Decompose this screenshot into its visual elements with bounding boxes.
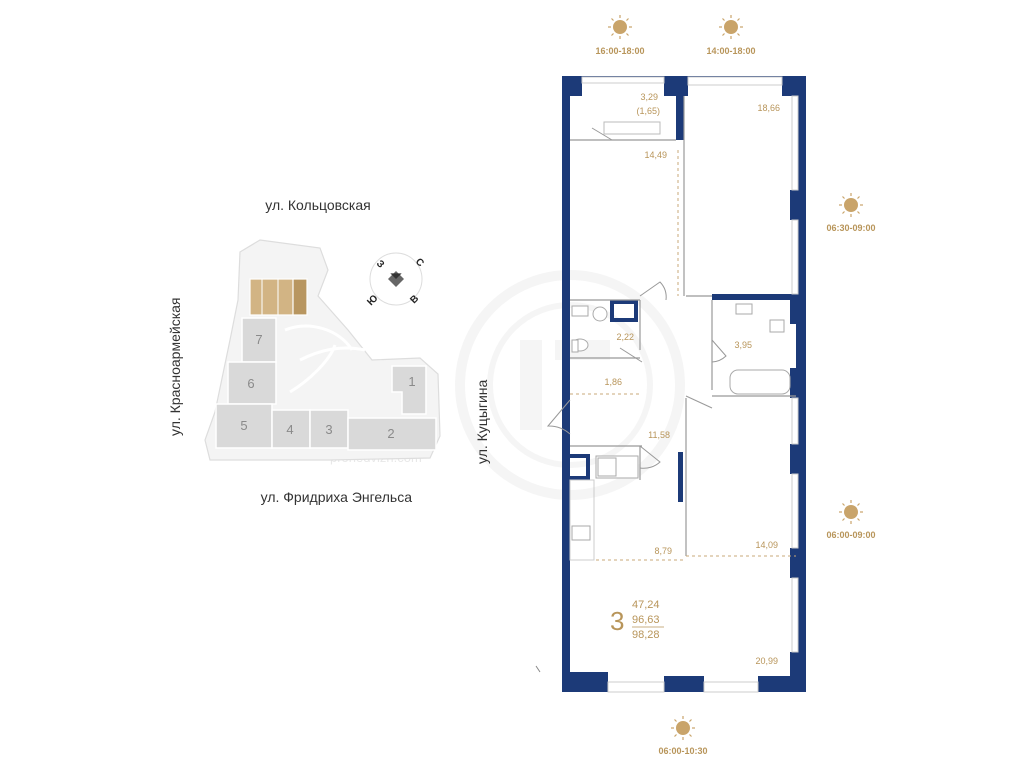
building-3 — [309, 409, 349, 449]
rooms-count: 3 — [610, 606, 624, 636]
compass-icon — [369, 252, 423, 306]
building-label-5: 5 — [240, 418, 247, 433]
room-area-bedroom-top-left: 14,49 — [644, 150, 667, 160]
compass-north: С — [413, 256, 426, 269]
washbasin-icon — [571, 305, 589, 317]
street-right: ул. Куцыгина — [474, 379, 490, 464]
total-area: 96,63 — [632, 614, 660, 626]
sun-time-bottom: 06:00-10:30 — [658, 746, 707, 756]
building-6 — [227, 361, 277, 405]
building-label-7: 7 — [255, 332, 262, 347]
sun-time-top-right: 14:00-18:00 — [706, 46, 755, 56]
building-label-2: 2 — [387, 426, 394, 441]
room-area-balcony: 3,29 — [640, 92, 658, 102]
apartment-plan: 3,29 (1,65) 18,66 14,49 2,22 3,95 1,86 1… — [535, 76, 806, 693]
building-1 — [391, 365, 427, 415]
building-2 — [347, 417, 437, 451]
room-area-corridor: 1,86 — [604, 377, 622, 387]
building-label-1: 1 — [408, 374, 415, 389]
building-label-6: 6 — [247, 376, 254, 391]
sun-icon-top-right — [719, 15, 743, 39]
building-4 — [271, 409, 311, 449]
street-left: ул. Красноармейская — [167, 298, 183, 437]
kitchen-sink-icon — [571, 525, 591, 541]
room-area-bedroom-mid-right: 14,09 — [755, 540, 778, 550]
sun-time-right-lower: 06:00-09:00 — [826, 530, 875, 540]
room-area-hall: 11,58 — [648, 430, 670, 440]
building-label-3: 3 — [325, 422, 332, 437]
compass-east: В — [408, 293, 421, 306]
bathtub-icon — [729, 369, 791, 395]
stove-icon — [597, 457, 617, 477]
building-5 — [215, 403, 273, 449]
total-area-with-balcony: 98,28 — [632, 629, 660, 641]
sun-time-top-left: 16:00-18:00 — [595, 46, 644, 56]
living-area-total: 47,24 — [632, 599, 660, 611]
room-area-living: 20,99 — [755, 656, 778, 666]
sink-icon — [592, 306, 608, 322]
room-area-bedroom-top-right: 18,66 — [757, 103, 780, 113]
sun-icon-bottom — [671, 716, 695, 740]
sun-time-right-upper: 06:30-09:00 — [826, 223, 875, 233]
site-plan: 7 6 5 4 3 2 1 — [204, 239, 441, 461]
building-7 — [241, 317, 277, 363]
room-area-wc: 2,22 — [616, 332, 634, 342]
compass-west: З — [374, 258, 386, 270]
room-area-bathroom: 3,95 — [734, 340, 752, 350]
street-bottom: ул. Фридриха Энгельса — [261, 489, 413, 505]
room-area-balcony-reduced: (1,65) — [636, 106, 660, 116]
building-label-4: 4 — [286, 422, 293, 437]
sun-icon-right-lower — [839, 500, 863, 524]
sun-icon-right-upper — [839, 193, 863, 217]
sun-icon-top-left — [608, 15, 632, 39]
room-area-kitchen: 8,79 — [654, 546, 672, 556]
compass-south: Ю — [365, 293, 380, 308]
selected-building — [249, 278, 308, 316]
street-top: ул. Кольцовская — [265, 197, 370, 213]
